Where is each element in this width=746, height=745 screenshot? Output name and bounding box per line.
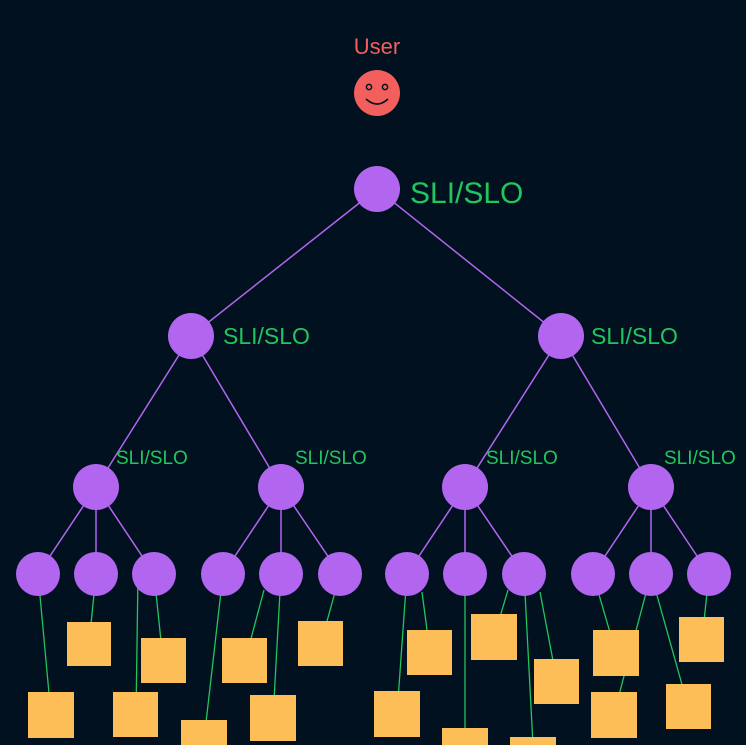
node-edges bbox=[37, 188, 710, 575]
leaf-square bbox=[181, 720, 227, 745]
leaf-square bbox=[510, 737, 556, 745]
edge bbox=[37, 573, 52, 716]
edge bbox=[190, 335, 282, 488]
leaf-square bbox=[28, 692, 74, 738]
edge bbox=[396, 573, 408, 715]
service-nodes bbox=[16, 166, 731, 596]
leaf-square bbox=[67, 622, 111, 666]
leaf-square bbox=[591, 692, 637, 738]
service-node bbox=[168, 313, 214, 359]
smiley-face-icon bbox=[354, 70, 400, 116]
sli-slo-label: SLI/SLO bbox=[223, 323, 310, 349]
leaf-square bbox=[298, 621, 343, 666]
service-node bbox=[201, 552, 245, 596]
service-node bbox=[16, 552, 60, 596]
service-node bbox=[73, 464, 119, 510]
sli-slo-label: SLI/SLO bbox=[486, 448, 558, 469]
edge bbox=[376, 188, 562, 337]
sli-slo-label: SLI/SLO bbox=[591, 323, 678, 349]
leaf-square bbox=[222, 638, 267, 683]
service-node bbox=[385, 552, 429, 596]
edge bbox=[203, 573, 224, 741]
edge bbox=[95, 335, 192, 488]
leaf-square bbox=[534, 659, 579, 704]
leaf-square bbox=[250, 695, 296, 741]
leaf-square bbox=[407, 630, 452, 675]
leaf-square bbox=[471, 614, 517, 660]
edge bbox=[135, 573, 139, 716]
edge bbox=[190, 188, 378, 337]
service-node bbox=[259, 552, 303, 596]
service-node bbox=[687, 552, 731, 596]
leaf-square bbox=[141, 638, 186, 683]
service-node bbox=[258, 464, 304, 510]
edge bbox=[523, 573, 534, 745]
leaf-squares bbox=[28, 614, 724, 745]
service-node bbox=[132, 552, 176, 596]
service-node bbox=[74, 552, 118, 596]
leaf-square bbox=[374, 691, 420, 737]
service-node bbox=[628, 464, 674, 510]
leaf-square bbox=[666, 684, 711, 729]
root-node bbox=[354, 166, 400, 212]
service-node bbox=[538, 313, 584, 359]
leaf-square bbox=[593, 630, 639, 676]
service-node bbox=[502, 552, 546, 596]
sli-slo-label: SLI/SLO bbox=[116, 448, 188, 469]
leaf-square bbox=[113, 692, 158, 737]
service-node bbox=[442, 464, 488, 510]
user-label: User bbox=[354, 34, 400, 59]
leaf-square bbox=[679, 617, 724, 662]
service-node bbox=[571, 552, 615, 596]
edge bbox=[464, 335, 562, 488]
sli-slo-labels: SLI/SLO SLI/SLO SLI/SLO SLI/SLO SLI/SLO … bbox=[116, 177, 736, 469]
service-node bbox=[318, 552, 362, 596]
sli-slo-label: SLI/SLO bbox=[664, 448, 736, 469]
sli-slo-label-root: SLI/SLO bbox=[410, 177, 523, 210]
edge bbox=[560, 335, 652, 488]
leaf-square bbox=[442, 728, 488, 745]
service-node bbox=[629, 552, 673, 596]
edge bbox=[272, 573, 282, 719]
sli-slo-label: SLI/SLO bbox=[295, 448, 367, 469]
service-node bbox=[443, 552, 487, 596]
